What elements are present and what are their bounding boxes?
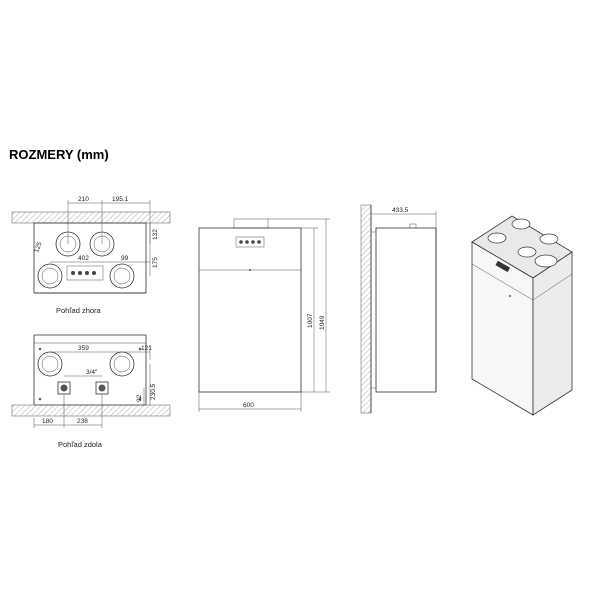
top-ports-outline	[233, 218, 269, 229]
dim-1049: 1049	[319, 315, 326, 330]
port-circle	[109, 351, 135, 377]
port-circle	[517, 246, 537, 258]
dim-210: 210	[78, 196, 89, 203]
top-view-body	[33, 222, 147, 294]
dim-175: 175	[152, 257, 159, 268]
front-view-body	[198, 227, 302, 393]
dim-195-1: 195.1	[112, 196, 129, 203]
dim-359: 359	[78, 345, 89, 352]
front-view: 1007 1049 600	[198, 218, 330, 412]
dim-121: 121	[141, 345, 152, 352]
side-view: 433.5	[360, 204, 437, 414]
caption-bottom-view: Pohľad zdola	[58, 440, 103, 449]
top-view: 210 195.1 132 402 99 175 125 Pohľad zhor…	[11, 196, 171, 315]
page-title: ROZMERY (mm)	[9, 147, 109, 162]
dim-402: 402	[78, 255, 89, 262]
dim-132: 132	[152, 229, 159, 240]
wall-hatch-top	[11, 211, 171, 224]
dim-1007: 1007	[307, 313, 314, 328]
dim-3-4-thread: 3/4"	[86, 369, 98, 376]
front-control-panel	[235, 236, 265, 248]
port-circle	[511, 218, 531, 230]
bottom-view: 359 121 3/4" 92 230.5 180 238 Pohľad zdo…	[11, 334, 171, 449]
iso-right-face	[532, 251, 573, 416]
iso-control-panel	[495, 260, 511, 273]
port-circle	[539, 233, 559, 245]
dim-238: 238	[77, 418, 88, 425]
dim-99: 99	[121, 255, 129, 262]
wall-hatch-side	[360, 204, 372, 414]
wall-hatch-bottom	[11, 404, 171, 417]
dim-180: 180	[42, 418, 53, 425]
caption-top-view: Pohľad zhora	[56, 306, 102, 315]
dim-92: 92	[136, 394, 143, 402]
control-panel	[66, 265, 104, 281]
dim-433-5: 433.5	[392, 207, 409, 214]
port-circle	[487, 232, 507, 244]
dim-600: 600	[243, 402, 254, 409]
port-circle	[37, 351, 63, 377]
port-circle	[109, 263, 135, 289]
isometric-view	[471, 215, 573, 416]
port-circle	[37, 263, 63, 289]
side-view-body	[375, 227, 437, 393]
dim-230-5: 230.5	[150, 383, 157, 400]
port-circle	[534, 254, 558, 268]
dim-diameter-125: 125	[33, 241, 43, 254]
